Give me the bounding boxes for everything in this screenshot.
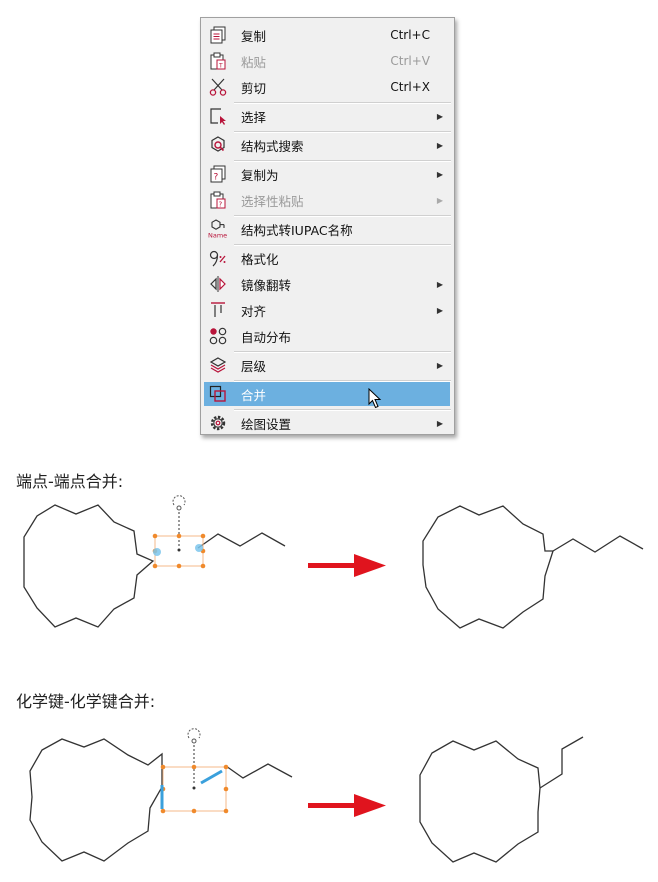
structure-search-icon [205, 133, 231, 157]
endpoint-merge-diagram [23, 495, 644, 629]
context-menu: 复制 Ctrl+C T 粘贴 Ctrl+V 剪切 Ctrl+X 选择 ▶ 结构式… [200, 17, 455, 435]
ring-before [29, 738, 163, 862]
menu-item-label: 自动分布 [241, 329, 292, 345]
selection-box [152, 512, 206, 569]
menu-item-label: 复制 [241, 28, 267, 44]
menu-separator [234, 380, 451, 382]
chain-before [225, 763, 293, 779]
arrow-right-icon [308, 554, 386, 577]
arrow-right-icon [308, 794, 386, 817]
menu-item-mirror-flip[interactable]: 镜像翻转 ▶ [204, 272, 450, 296]
ring-before [23, 504, 155, 628]
menu-item-layers[interactable]: 层级 ▶ [204, 353, 450, 377]
menu-item-align[interactable]: 对齐 ▶ [204, 298, 450, 322]
submenu-arrow-icon: ▶ [436, 111, 443, 121]
align-icon [205, 298, 231, 322]
rotate-handle-icon [172, 495, 186, 511]
bond-merge-diagram [29, 728, 584, 863]
menu-item-label: 选择 [241, 109, 267, 125]
format-icon [205, 246, 231, 270]
paste-special-icon: ? [205, 188, 231, 212]
ring-after [419, 740, 541, 863]
menu-item-label: 粘贴 [241, 54, 267, 70]
menu-item-label: 结构式搜索 [241, 138, 304, 154]
menu-item-label: 层级 [241, 358, 267, 374]
caption-endpoint-merge: 端点-端点合并: [16, 472, 124, 491]
menu-item-drawing-settings[interactable]: 绘图设置 ▶ [204, 411, 450, 435]
submenu-arrow-icon: ▶ [436, 279, 443, 289]
submenu-arrow-icon: ▶ [436, 418, 443, 428]
layers-icon [205, 353, 231, 377]
copy-as-icon: ? [205, 162, 231, 186]
chain-after [552, 535, 644, 553]
submenu-arrow-icon: ▶ [436, 169, 443, 179]
menu-separator [234, 351, 451, 353]
menu-separator [234, 102, 451, 104]
menu-separator [234, 131, 451, 133]
svg-text:?: ? [219, 201, 223, 209]
menu-item-copy[interactable]: 复制 Ctrl+C [204, 23, 450, 47]
menu-separator [234, 215, 451, 217]
menu-item-merge[interactable]: 合并 [204, 382, 450, 406]
menu-item-select[interactable]: 选择 ▶ [204, 104, 450, 128]
menu-item-label: 绘图设置 [241, 416, 292, 432]
svg-text:Name: Name [208, 232, 227, 240]
caption-bond-merge: 化学键-化学键合并: [16, 692, 156, 711]
gear-icon [205, 411, 231, 435]
menu-item-format[interactable]: 格式化 [204, 246, 450, 270]
menu-item-structure-to-iupac[interactable]: Name 结构式转IUPAC名称 [204, 217, 450, 241]
submenu-arrow-icon: ▶ [436, 195, 443, 205]
structure-to-name-icon: Name [205, 217, 231, 241]
menu-separator [234, 160, 451, 162]
svg-text:T: T [218, 63, 223, 70]
submenu-arrow-icon: ▶ [436, 305, 443, 315]
merge-icon [205, 382, 231, 406]
menu-item-shortcut: Ctrl+X [390, 80, 430, 94]
mouse-cursor-icon [368, 388, 382, 409]
mirror-flip-icon [205, 272, 231, 296]
menu-item-auto-distribute[interactable]: 自动分布 [204, 324, 450, 348]
ring-after [422, 505, 554, 629]
menu-item-label: 结构式转IUPAC名称 [241, 222, 353, 238]
menu-item-shortcut: Ctrl+C [390, 28, 430, 42]
svg-text:?: ? [214, 173, 219, 183]
menu-item-label: 合并 [241, 387, 267, 403]
selection-box [160, 745, 229, 814]
copy-icon [205, 23, 231, 47]
menu-item-label: 镜像翻转 [241, 277, 292, 293]
select-icon [205, 104, 231, 128]
menu-item-label: 剪切 [241, 80, 267, 96]
menu-item-label: 对齐 [241, 303, 267, 319]
scissors-icon [205, 75, 231, 99]
submenu-arrow-icon: ▶ [436, 140, 443, 150]
auto-distribute-icon [205, 324, 231, 348]
menu-separator [234, 409, 451, 411]
menu-item-label: 格式化 [241, 251, 279, 267]
menu-item-cut[interactable]: 剪切 Ctrl+X [204, 75, 450, 99]
chain-before [197, 532, 286, 549]
paste-icon: T [205, 49, 231, 73]
menu-item-paste[interactable]: T 粘贴 Ctrl+V [204, 49, 450, 73]
submenu-arrow-icon: ▶ [436, 360, 443, 370]
menu-item-copy-as[interactable]: ? 复制为 ▶ [204, 162, 450, 186]
menu-separator [234, 244, 451, 246]
chain-after [539, 736, 584, 789]
menu-item-structure-search[interactable]: 结构式搜索 ▶ [204, 133, 450, 157]
rotate-handle-icon [187, 728, 201, 744]
menu-item-label: 选择性粘贴 [241, 193, 304, 209]
menu-item-paste-special[interactable]: ? 选择性粘贴 ▶ [204, 188, 450, 212]
menu-item-label: 复制为 [241, 167, 279, 183]
menu-item-shortcut: Ctrl+V [390, 54, 430, 68]
